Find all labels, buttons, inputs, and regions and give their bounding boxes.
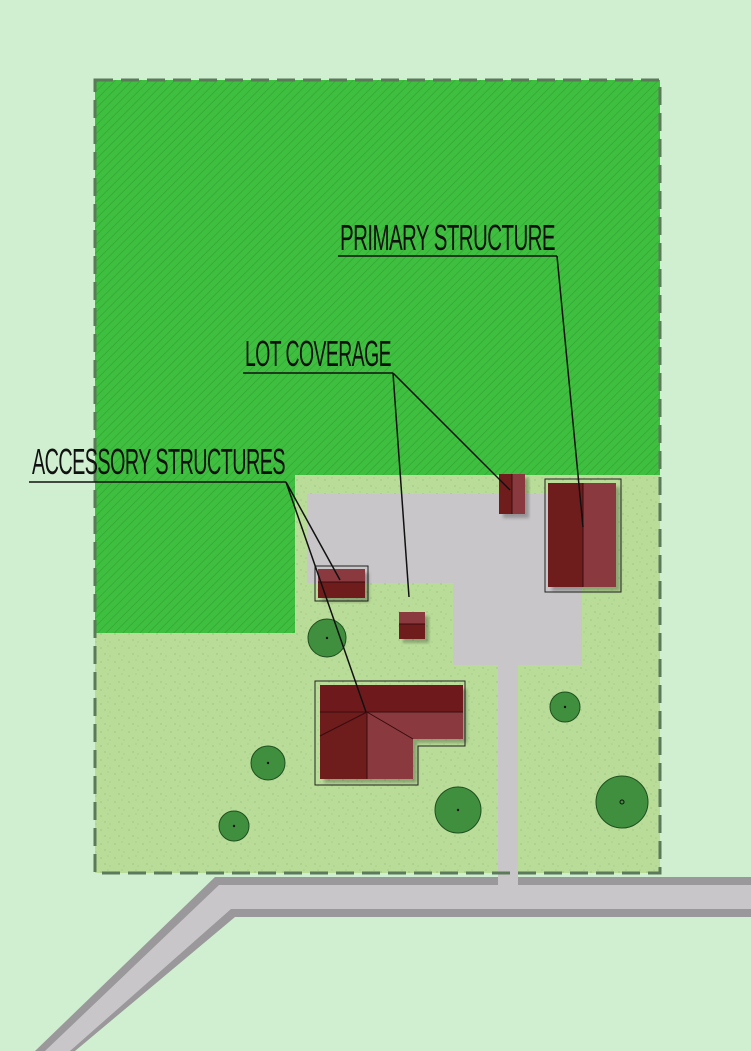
- driveway-apron: [498, 877, 518, 887]
- tree: [549, 691, 581, 723]
- callout-primary-structure: PRIMARY STRUCTURE: [338, 217, 584, 528]
- label-primary-structure: PRIMARY STRUCTURE: [340, 217, 555, 258]
- tree: [595, 775, 649, 829]
- lot-boundary: [93, 78, 662, 875]
- tree: [434, 786, 482, 834]
- small-structure-north: [499, 474, 525, 514]
- accessory-shed: [314, 565, 369, 602]
- open-space-area: [95, 80, 660, 633]
- label-accessory-structures: ACCESSORY STRUCTURES: [32, 441, 285, 482]
- tree: [250, 745, 286, 781]
- primary-structure: [544, 478, 622, 593]
- road: [45, 885, 751, 1051]
- tree: [218, 810, 250, 842]
- small-accessory-structure: [399, 612, 425, 639]
- label-lot-coverage: LOT COVERAGE: [245, 333, 391, 374]
- leader-line: [556, 255, 584, 528]
- callout-accessory-structures: ACCESSORY STRUCTURES: [29, 441, 367, 713]
- leader-line: [392, 372, 511, 491]
- paved-driveway: [307, 494, 582, 885]
- leader-line: [285, 481, 341, 581]
- leader-line: [285, 481, 367, 713]
- accessory-building-l-shaped: [314, 680, 466, 786]
- callout-lot-coverage: LOT COVERAGE: [243, 333, 511, 598]
- leader-line: [392, 372, 410, 598]
